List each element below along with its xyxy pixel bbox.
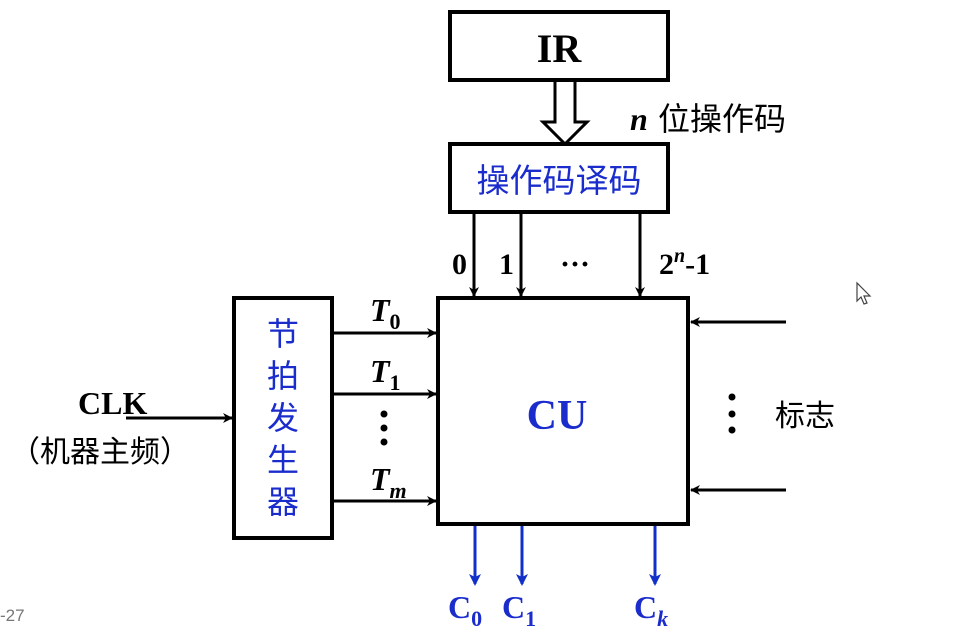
control-unit: CU	[436, 296, 690, 526]
decoder-output-last-label: 2n-1	[659, 245, 710, 281]
page-number: -27	[0, 606, 25, 625]
flags-ellipsis	[728, 393, 736, 434]
cu-label: CU	[527, 393, 588, 439]
timing-tm-label: Tm	[370, 461, 407, 503]
generator-char-4: 生	[267, 441, 299, 479]
opcode-bus-arrow	[539, 82, 591, 147]
clk-label: CLK	[78, 385, 147, 421]
generator-char-3: 发	[267, 399, 299, 437]
generator-char-1: 节	[267, 315, 299, 353]
beat-generator: 节 拍 发 生 器	[232, 296, 334, 540]
mouse-cursor-icon	[856, 281, 872, 305]
timing-ellipsis	[380, 410, 388, 446]
flags-label: 标志	[775, 399, 835, 434]
generator-char-5: 器	[267, 483, 299, 521]
clk-sublabel: （机器主频）	[10, 435, 190, 470]
decoder-output-ellipsis: ···	[560, 248, 590, 281]
control-c1-label: C1	[502, 589, 536, 631]
control-ck-label: Ck	[634, 589, 668, 631]
ir-register: IR	[448, 10, 670, 82]
ir-label: IR	[537, 26, 583, 71]
generator-char-2: 拍	[267, 357, 299, 395]
decoder-label: 操作码译码	[477, 161, 642, 200]
opcode-decoder: 操作码译码	[448, 142, 670, 214]
control-c0-label: C0	[448, 589, 482, 631]
timing-t1-label: T1	[370, 353, 401, 395]
decoder-output-0-label: 0	[452, 248, 467, 281]
decoder-output-1-label: 1	[499, 248, 514, 281]
opcode-bus-label: n 位操作码	[630, 100, 786, 138]
timing-t0-label: T0	[370, 292, 401, 334]
